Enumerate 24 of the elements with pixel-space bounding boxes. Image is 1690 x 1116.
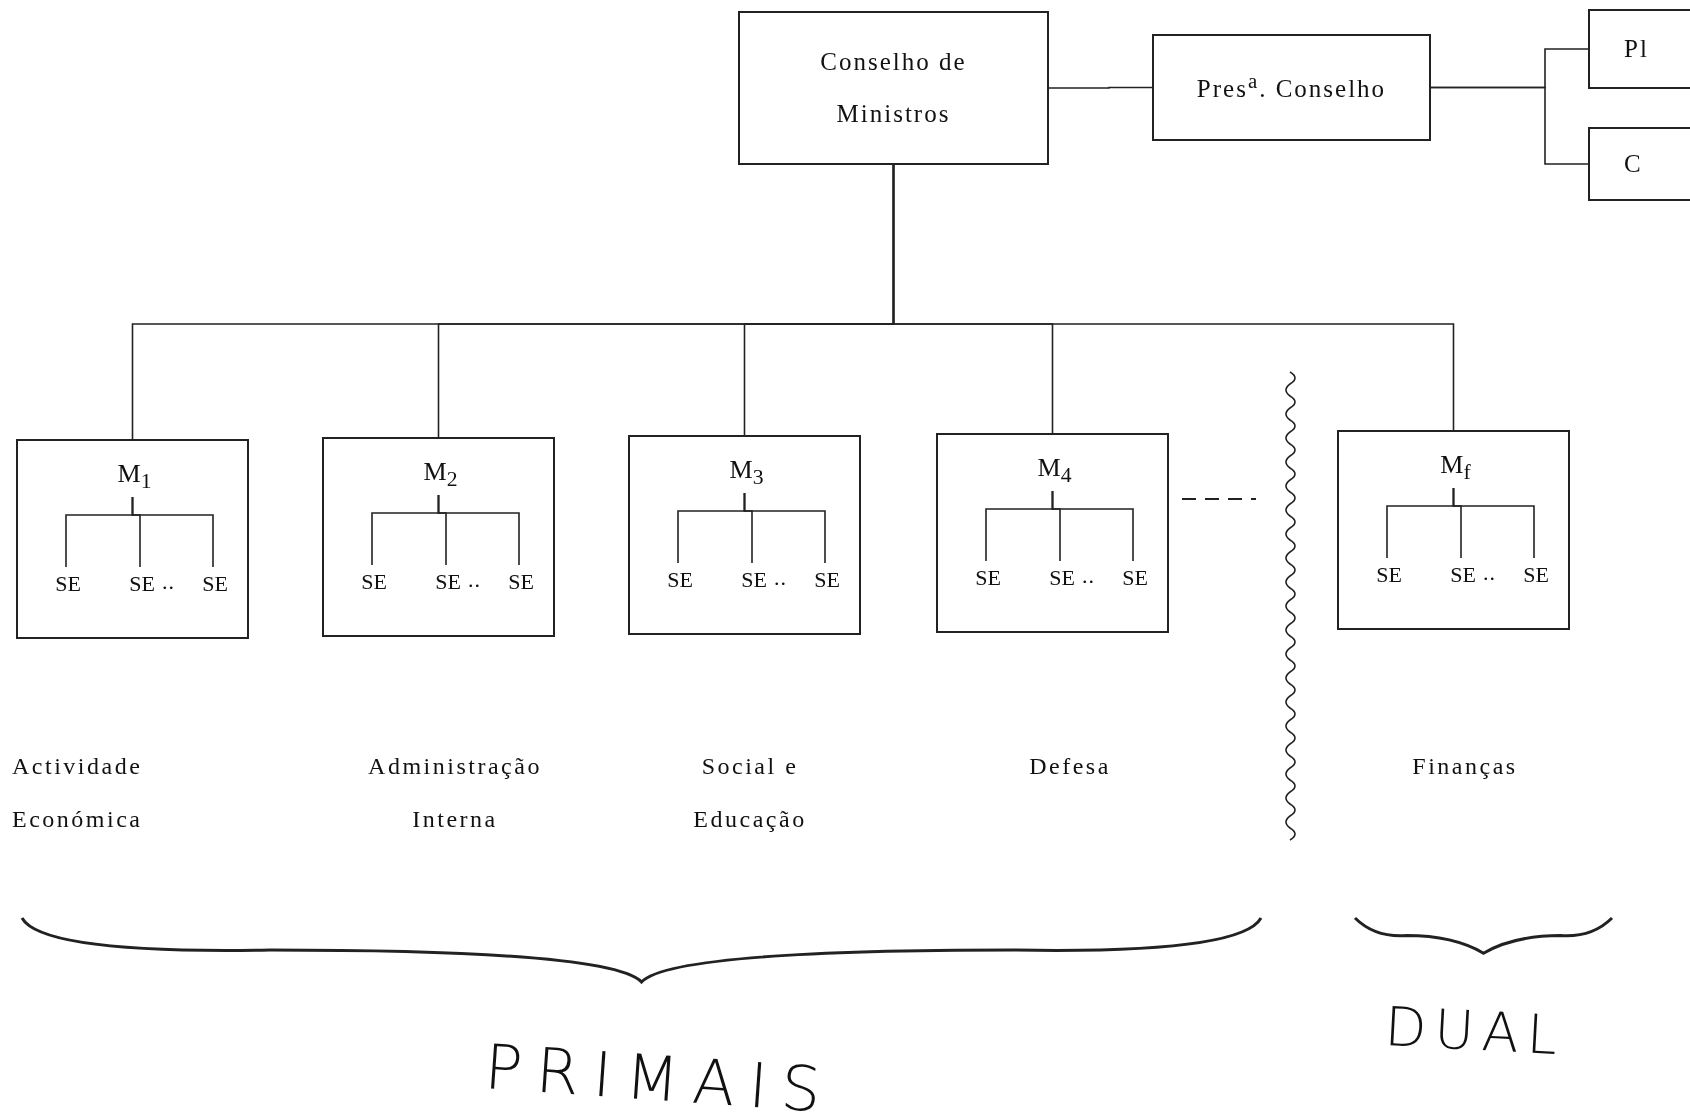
organization-box: Pres$^{a}$. Conselho [1152, 34, 1431, 141]
ministry-box [322, 437, 555, 637]
area-caption: Finanças [1411, 752, 1519, 781]
organization-box: Pl [1588, 9, 1690, 89]
area-caption: Administração Interna [367, 752, 543, 834]
area-caption: Actividade Económica [12, 752, 144, 834]
connector-line [892, 164, 1455, 431]
ellipsis-label: .. [468, 567, 481, 593]
ministry-box [16, 439, 249, 639]
organization-box: Conselho de Ministros [738, 11, 1049, 165]
connector-line [1048, 86, 1153, 89]
ellipsis-label: .. [774, 565, 787, 591]
ministry-box [1337, 430, 1570, 630]
handwritten-label: DUAL [1383, 995, 1567, 1068]
organization-box: C [1588, 127, 1690, 201]
ministry-box [936, 433, 1169, 633]
ellipsis-label: .. [162, 569, 175, 595]
ellipsis-label: .. [1082, 563, 1095, 589]
area-caption: Defesa [1028, 752, 1112, 781]
ministry-box [628, 435, 861, 635]
connector-line [1430, 86, 1589, 165]
handwritten-label: PRIMAIS [482, 1030, 837, 1116]
area-caption: Social e Educação [692, 752, 808, 834]
ellipsis-label: .. [1483, 560, 1496, 586]
